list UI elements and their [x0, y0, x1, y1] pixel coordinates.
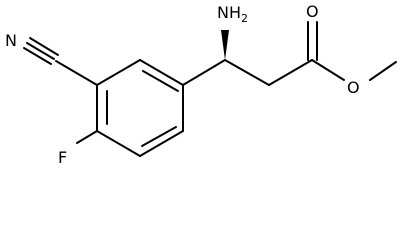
bond-ring-to-nitrile-carbon	[55, 60, 98, 86]
nitrile-group: N	[5, 31, 98, 86]
benzene-ring	[96, 59, 184, 157]
bond-methylene-to-carbonyl	[268, 59, 313, 86]
bond-ring-to-stereocenter	[182, 59, 226, 86]
amine-nitrogen-label: N	[217, 3, 229, 22]
chiral-center: N H 2	[182, 3, 248, 86]
bond-ring-to-fluorine	[76, 130, 98, 144]
fluorine-label: F	[58, 148, 67, 167]
bond-ring-inner-top	[142, 70, 179, 92]
amine-hydrogen-count: 2	[241, 12, 248, 25]
bond-carbonyl-to-ester-oxygen	[311, 59, 345, 81]
structure-canvas: N F N H 2 O O	[5, 2, 397, 167]
wedge-bond-to-amine	[221, 30, 229, 60]
triple-bond-line-3	[23, 47, 52, 65]
ester-oxygen-label: O	[347, 78, 360, 97]
amine-hydrogen-label: H	[229, 3, 241, 22]
bond-ring-bottom-right	[139, 130, 184, 157]
carbonyl-oxygen-label: O	[306, 2, 319, 21]
bond-ring-top-left	[96, 59, 141, 86]
bond-stereocenter-to-methylene	[224, 59, 270, 86]
nitrile-nitrogen-label: N	[5, 31, 17, 50]
bond-ring-top-right	[139, 59, 184, 86]
bond-ring-bottom-left	[96, 130, 141, 157]
molecule-drawing: N F N H 2 O O	[5, 2, 397, 167]
fluorine-substituent: F	[58, 130, 98, 167]
triple-bond-line-2	[29, 37, 59, 56]
bond-ester-oxygen-to-methyl	[369, 61, 397, 81]
bond-ring-inner-bottom	[141, 126, 177, 147]
ester-chain: O O	[224, 2, 397, 97]
triple-bond-line-1	[26, 42, 55, 60]
